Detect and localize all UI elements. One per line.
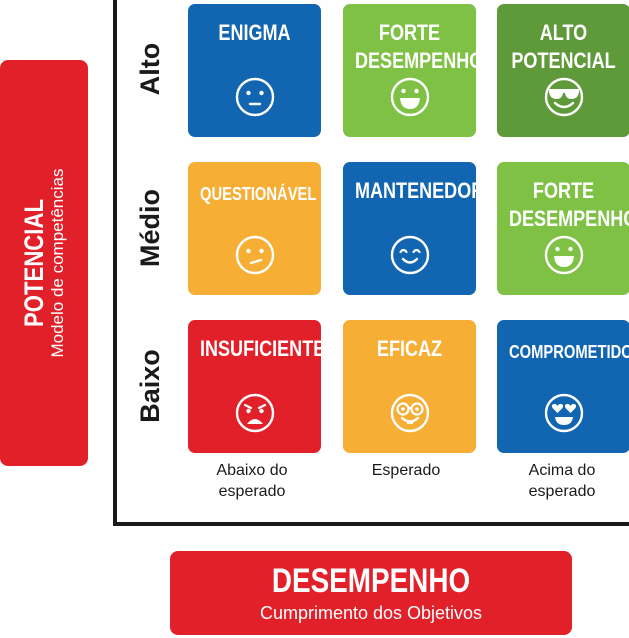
cell-title: EFICAZ [355,335,464,363]
row-label-baixo: Baixo [135,349,165,423]
cell-questionavel: QUESTIONÁVEL [188,162,321,295]
neutral-face-icon [234,76,276,118]
cell-title: MANTENEDOR [354,177,485,205]
cell-title-line2: POTENCIAL [511,48,616,73]
cell-alto-potencial: ALTO POTENCIAL [497,4,629,137]
cell-title: FORTE DESEMPENHO [354,19,484,75]
cell-title-line1: EFICAZ [376,336,443,361]
desempenho-subtitle: Cumprimento dos Objetivos [259,603,483,623]
cell-forte-desempenho-medio: FORTE DESEMPENHO [497,162,629,295]
desempenho-box: DESEMPENHO Cumprimento dos Objetivos [170,551,572,635]
row-label-medio: Médio [135,189,165,267]
potencial-label-group: POTENCIAL Modelo de competências [0,60,88,466]
cell-comprometido: COMPROMETIDO [497,320,629,453]
cell-title-line2: DESEMPENHO [508,206,629,231]
sunglasses-face-icon [543,76,585,118]
cell-title-line1: MANTENEDOR [354,178,485,203]
cell-insuficiente: INSUFICIENTE [188,320,326,453]
cell-title: ENIGMA [200,19,309,47]
skeptical-face-icon [234,234,276,276]
cell-title-line1: FORTE [378,20,441,45]
cell-forte-desempenho-alto: FORTE DESEMPENHO [343,4,484,137]
column-label-line2: esperado [218,483,286,500]
horizontal-axis [113,522,629,526]
cell-title-line1: ALTO [539,20,588,45]
cell-title-line2: DESEMPENHO [354,48,484,73]
cell-eficaz: EFICAZ [343,320,476,453]
cell-enigma: ENIGMA [188,4,321,137]
cell-mantenedor: MANTENEDOR [343,162,485,295]
column-label-abaixo: Abaixo do esperado [182,460,322,502]
heart-eyes-face-icon [543,392,585,434]
column-label-line1: Abaixo do [216,462,288,479]
cell-title: INSUFICIENTE [199,335,326,363]
cell-title-line1: INSUFICIENTE [199,336,326,361]
distressed-face-icon [234,392,276,434]
potencial-subtitle: Modelo de competências [48,168,68,358]
grinning-face-icon [389,76,431,118]
column-label-line1: Acima do [528,462,596,479]
cell-title: ALTO POTENCIAL [509,19,618,75]
column-label-acima: Acima do esperado [492,460,629,502]
cell-title: COMPROMETIDO [508,338,629,366]
potencial-title: POTENCIAL [19,199,50,327]
desempenho-title: DESEMPENHO [271,562,471,600]
column-label-line1: Esperado [371,462,441,479]
cell-title: QUESTIONÁVEL [199,180,317,208]
smiling-face-icon [389,234,431,276]
cell-title: FORTE DESEMPENHO [508,177,629,233]
vertical-axis [113,0,117,526]
cell-title-line1: QUESTIONÁVEL [199,184,317,204]
cell-title-line1: FORTE [532,178,595,203]
grinning-face-icon [543,234,585,276]
column-label-line2: esperado [528,483,596,500]
cell-title-line1: COMPROMETIDO [508,342,629,362]
cell-title-line1: ENIGMA [218,20,291,45]
nerd-face-icon [389,392,431,434]
potencial-box: POTENCIAL Modelo de competências [0,60,88,466]
column-label-esperado: Esperado [336,460,476,481]
row-label-alto: Alto [135,42,165,96]
